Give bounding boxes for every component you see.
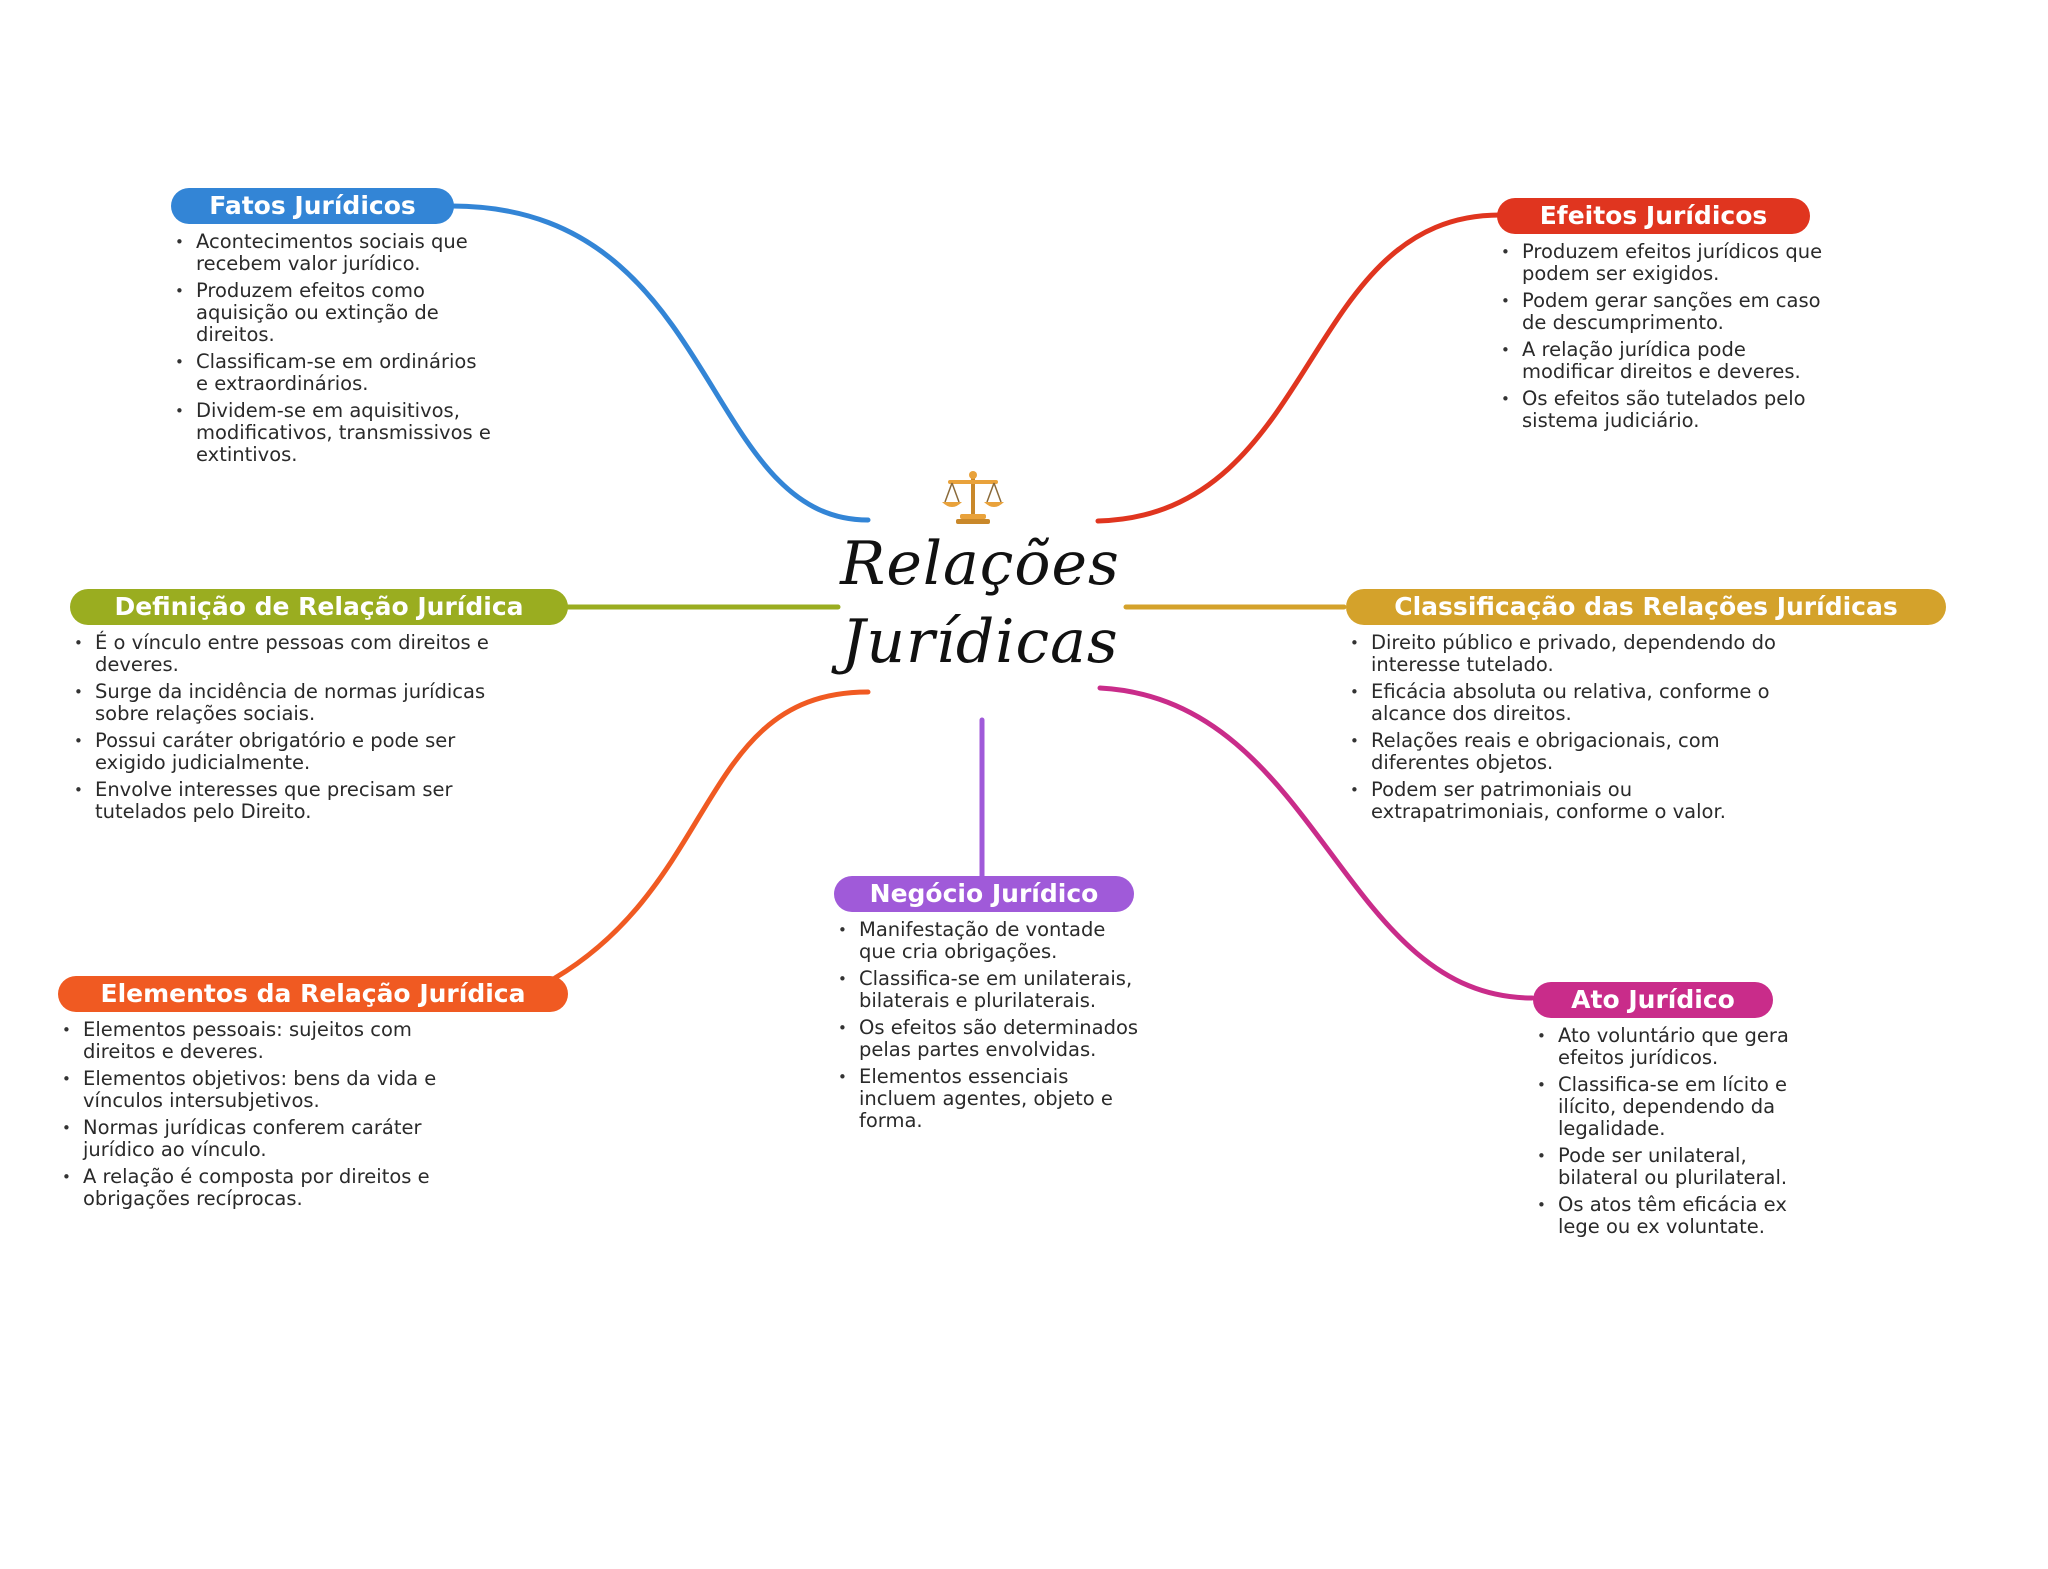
list-item: Produzem efeitos como aquisição ou extin… <box>172 280 492 346</box>
list-item: Direito público e privado, dependendo do… <box>1347 632 1797 676</box>
branch-title-elementos[interactable]: Elementos da Relação Jurídica <box>58 976 568 1012</box>
list-item: Os efeitos são tutelados pelo sistema ju… <box>1498 388 1843 432</box>
list-item: Elementos pessoais: sujeitos com direito… <box>59 1019 459 1063</box>
central-topic: Relações Jurídicas <box>830 460 1130 710</box>
list-item: É o vínculo entre pessoas com direitos e… <box>71 632 491 676</box>
list-item: A relação é composta por direitos e obri… <box>59 1166 459 1210</box>
list-item: Normas jurídicas conferem caráter jurídi… <box>59 1117 459 1161</box>
scales-of-justice-icon <box>942 471 1004 524</box>
list-item: Eficácia absoluta ou relativa, conforme … <box>1347 681 1797 725</box>
branch-title-efeitos[interactable]: Efeitos Jurídicos <box>1497 198 1810 234</box>
list-item: Os efeitos são determinados pelas partes… <box>835 1017 1145 1061</box>
branch-list-classificacao: Direito público e privado, dependendo do… <box>1347 632 1797 828</box>
list-item: Pode ser unilateral, bilateral ou pluril… <box>1534 1145 1799 1189</box>
connector-fatos <box>449 203 871 523</box>
connector-efeitos <box>1095 212 1503 524</box>
branch-title-definicao[interactable]: Definição de Relação Jurídica <box>70 589 568 625</box>
branch-list-fatos: Acontecimentos sociais que recebem valor… <box>172 231 492 471</box>
branch-title-fatos[interactable]: Fatos Jurídicos <box>171 188 454 224</box>
branch-list-efeitos: Produzem efeitos jurídicos que podem ser… <box>1498 241 1843 437</box>
branch-list-definicao: É o vínculo entre pessoas com direitos e… <box>71 632 491 828</box>
central-title-line-2: Jurídicas <box>841 607 1119 677</box>
connector-elementos <box>552 689 871 981</box>
list-item: Manifestação de vontade que cria obrigaç… <box>835 919 1145 963</box>
branch-title-negocio[interactable]: Negócio Jurídico <box>834 876 1134 912</box>
list-item: Produzem efeitos jurídicos que podem ser… <box>1498 241 1843 285</box>
list-item: Envolve interesses que precisam ser tute… <box>71 779 491 823</box>
list-item: Surge da incidência de normas jurídicas … <box>71 681 491 725</box>
list-item: Podem gerar sanções em caso de descumpri… <box>1498 290 1843 334</box>
list-item: A relação jurídica pode modificar direit… <box>1498 339 1843 383</box>
branch-title-ato[interactable]: Ato Jurídico <box>1533 982 1773 1018</box>
branch-list-elementos: Elementos pessoais: sujeitos com direito… <box>59 1019 459 1215</box>
list-item: Os atos têm eficácia ex lege ou ex volun… <box>1534 1194 1799 1238</box>
list-item: Classificam-se em ordinários e extraordi… <box>172 351 492 395</box>
central-title-line-1: Relações <box>840 529 1120 599</box>
list-item: Classifica-se em unilaterais, bilaterais… <box>835 968 1145 1012</box>
branch-title-classificacao[interactable]: Classificação das Relações Jurídicas <box>1346 589 1946 625</box>
connector-ato <box>1097 685 1535 1001</box>
list-item: Ato voluntário que gera efeitos jurídico… <box>1534 1025 1799 1069</box>
list-item: Acontecimentos sociais que recebem valor… <box>172 231 492 275</box>
list-item: Elementos objetivos: bens da vida e vínc… <box>59 1068 459 1112</box>
list-item: Possui caráter obrigatório e pode ser ex… <box>71 730 491 774</box>
list-item: Dividem-se em aquisitivos, modificativos… <box>172 400 492 466</box>
list-item: Classifica-se em lícito e ilícito, depen… <box>1534 1074 1799 1140</box>
list-item: Relações reais e obrigacionais, com dife… <box>1347 730 1797 774</box>
branch-list-ato: Ato voluntário que gera efeitos jurídico… <box>1534 1025 1799 1243</box>
list-item: Podem ser patrimoniais ou extrapatrimoni… <box>1347 779 1797 823</box>
list-item: Elementos essenciais incluem agentes, ob… <box>835 1066 1145 1132</box>
branch-list-negocio: Manifestação de vontade que cria obrigaç… <box>835 919 1145 1137</box>
